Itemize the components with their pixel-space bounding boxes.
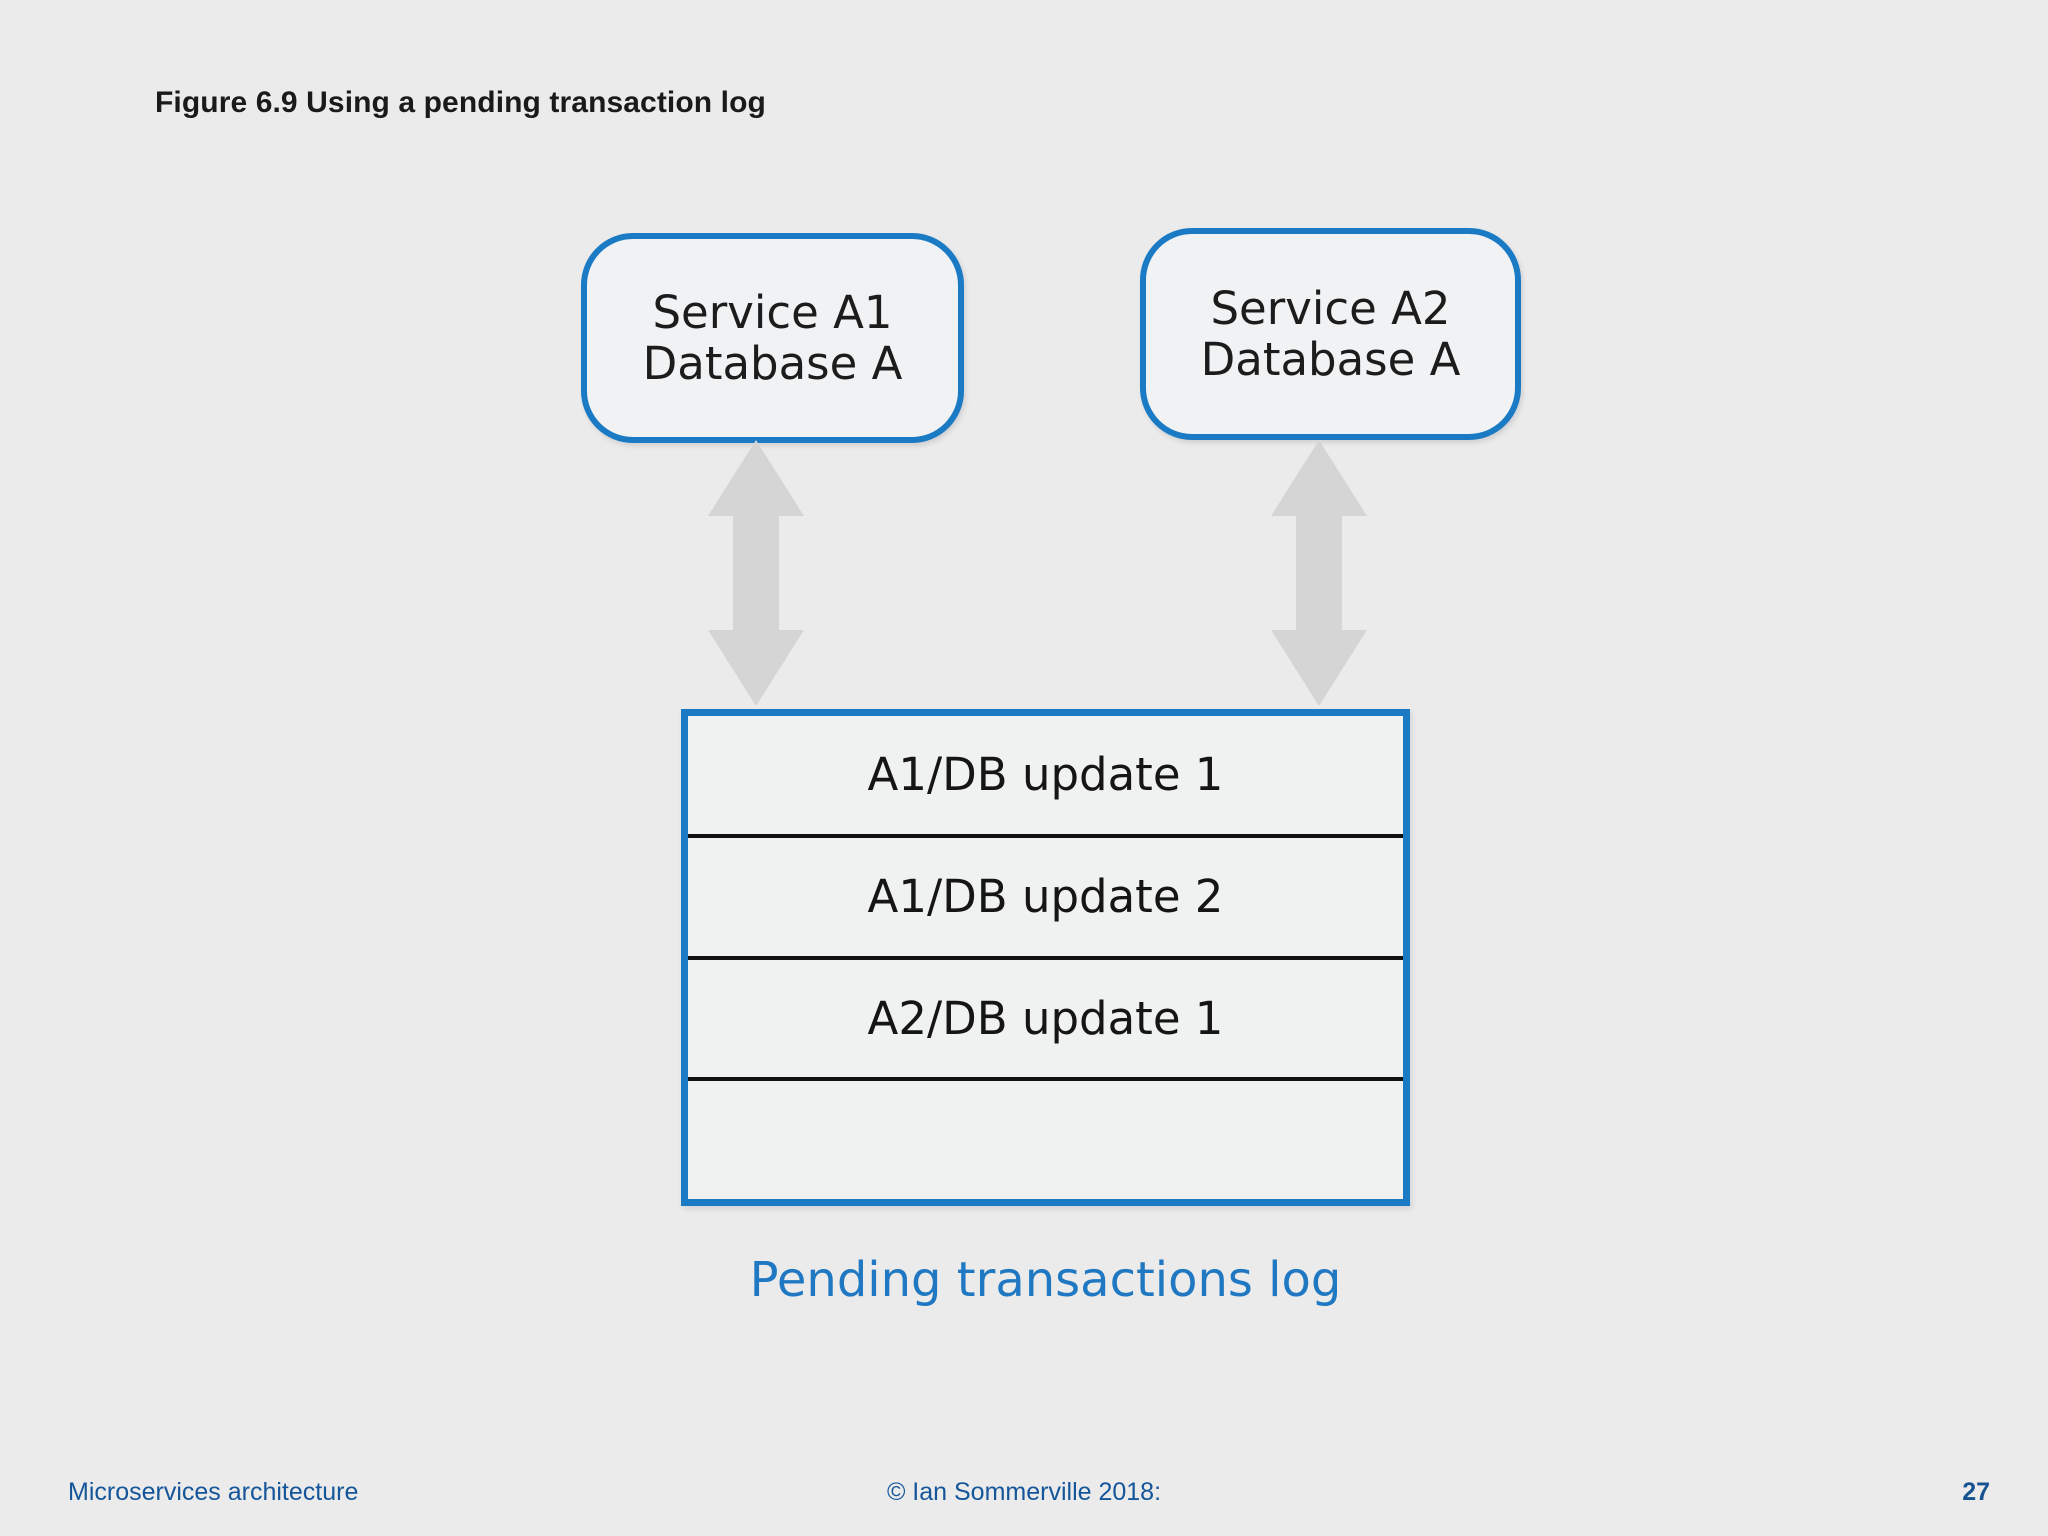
double-arrow-a2-to-log: [1271, 440, 1367, 706]
footer-copyright: © Ian Sommerville 2018:: [886, 1478, 1162, 1506]
log-entry-text: A1/DB update 2: [867, 870, 1224, 924]
footer-page-number: 27: [1962, 1478, 1990, 1506]
service-node-a2[interactable]: Service A2 Database A: [1140, 228, 1521, 440]
pending-transactions-log: A1/DB update 1 A1/DB update 2 A2/DB upda…: [681, 709, 1410, 1206]
page-title: Figure 6.9 Using a pending transaction l…: [155, 86, 766, 119]
log-row[interactable]: A1/DB update 1: [688, 716, 1403, 838]
log-entry-text: A2/DB update 1: [867, 991, 1224, 1045]
log-entry-text: A1/DB update 1: [867, 748, 1224, 802]
double-arrow-a1-to-log: [708, 440, 804, 706]
service-a2-name: Service A2: [1210, 281, 1451, 335]
pending-log-caption: Pending transactions log: [749, 1252, 1342, 1308]
footer-course-label: Microservices architecture: [68, 1478, 359, 1506]
service-node-a1[interactable]: Service A1 Database A: [581, 233, 964, 443]
log-row[interactable]: A2/DB update 1: [688, 959, 1403, 1082]
log-row[interactable]: A1/DB update 2: [688, 837, 1403, 960]
service-a2-database: Database A: [1200, 333, 1461, 386]
slide-footer: Microservices architecture © Ian Sommerv…: [0, 1478, 2048, 1522]
service-a1-name: Service A1: [652, 285, 893, 339]
log-row-empty[interactable]: [688, 1081, 1403, 1199]
service-a1-database: Database A: [642, 337, 903, 390]
